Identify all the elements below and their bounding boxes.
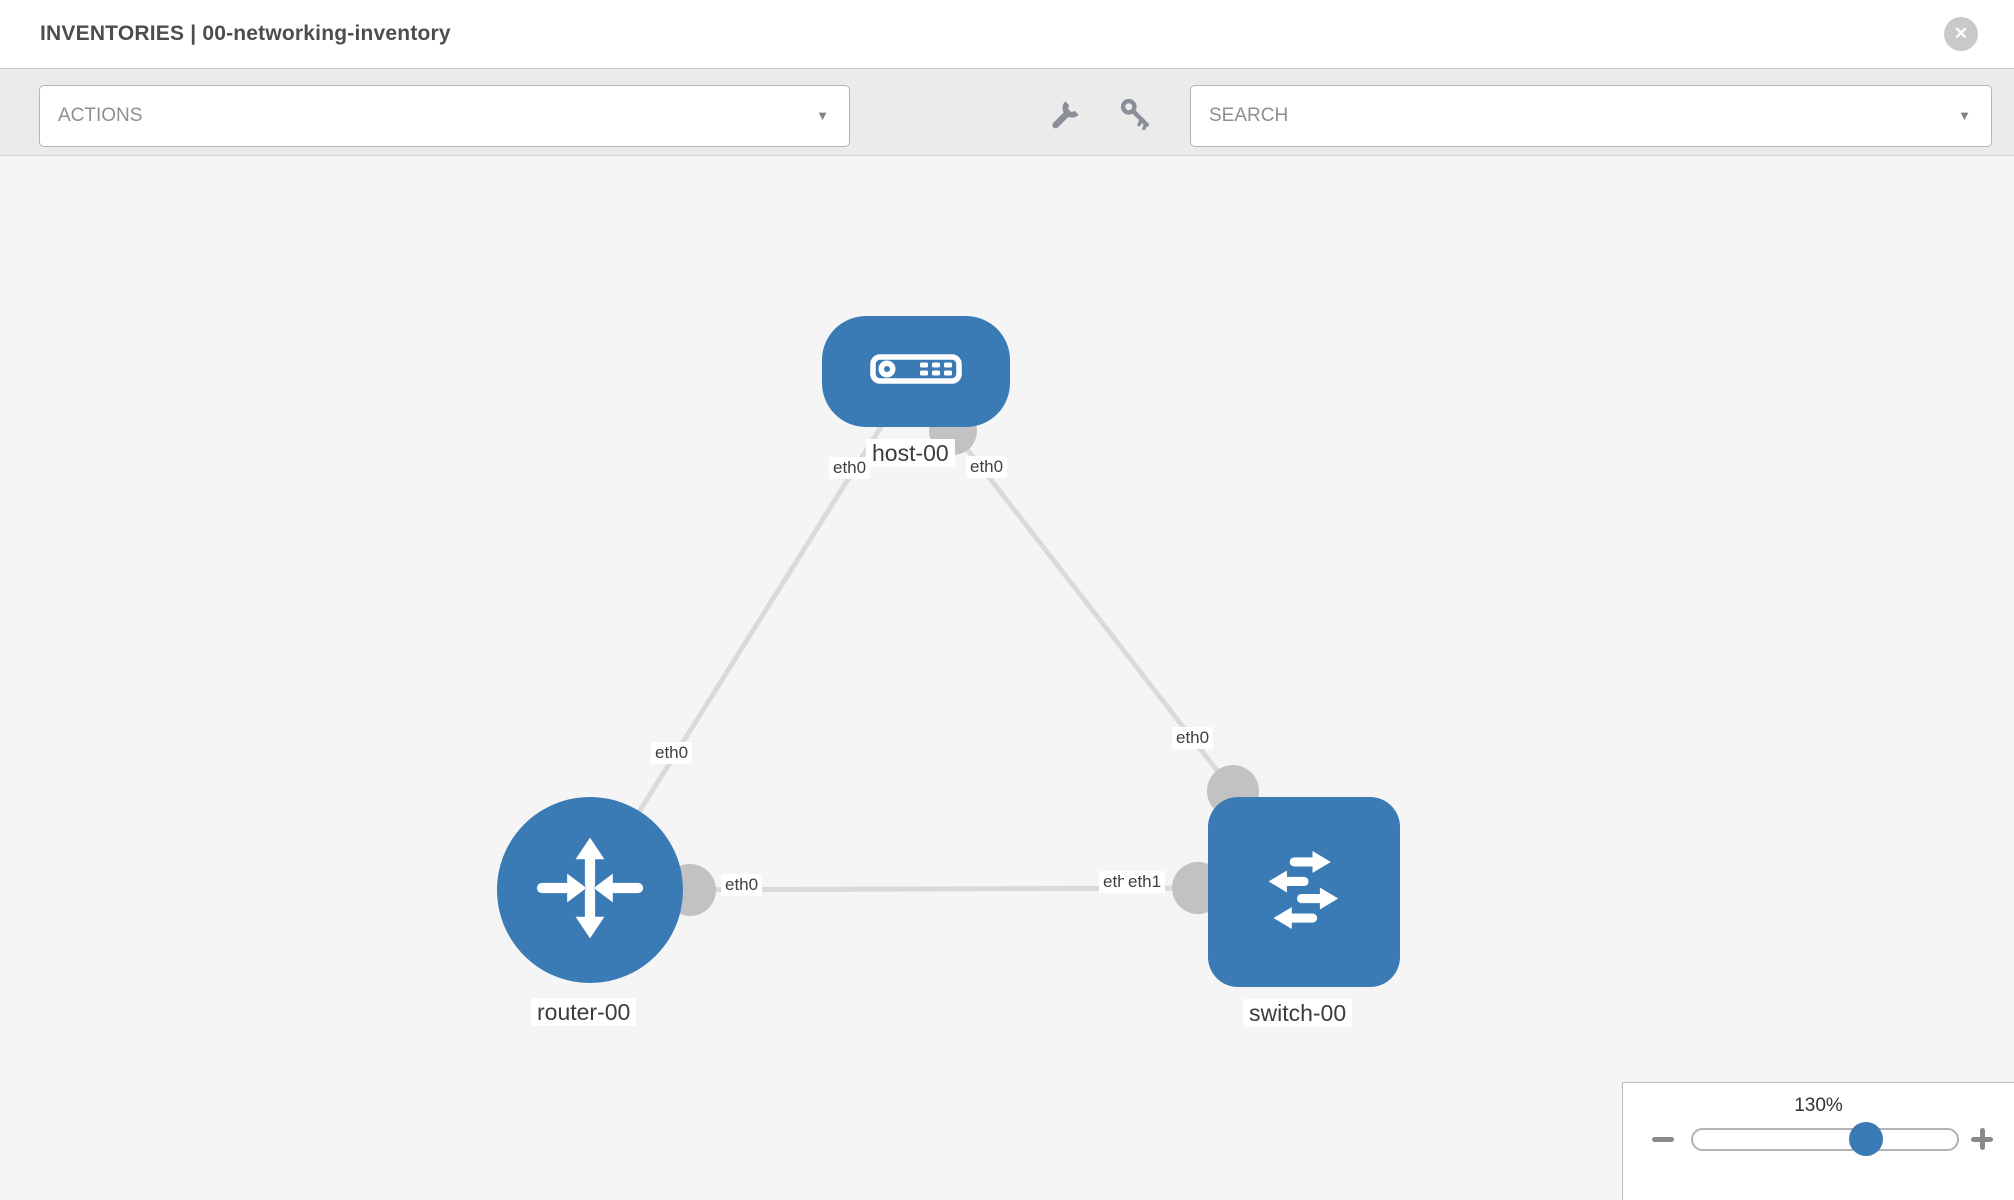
node-host-00[interactable]	[822, 316, 1010, 427]
host-icon	[870, 354, 962, 389]
interface-label: eth0	[966, 456, 1008, 478]
chevron-down-icon: ▼	[1958, 108, 1971, 123]
interface-label: eth0	[829, 457, 871, 479]
wrench-icon[interactable]	[1050, 96, 1084, 130]
interface-label: eth1	[1124, 871, 1166, 893]
switch-icon	[1243, 829, 1365, 956]
toolbar: ACTIONS ▼ SEARCH ▼	[0, 68, 2014, 156]
page-title: INVENTORIES | 00-networking-inventory	[40, 22, 451, 45]
zoom-out-button[interactable]	[1651, 1127, 1675, 1151]
zoom-in-button[interactable]	[1970, 1127, 1994, 1151]
topology-links-layer	[587, 369, 1259, 916]
key-icon[interactable]	[1118, 96, 1152, 131]
topology-canvas[interactable]: eth0 eth0 eth0 eth0 eth0 eth0 eth1 host-…	[0, 156, 2014, 1200]
interface-label: eth0	[721, 874, 763, 896]
search-dropdown[interactable]: SEARCH ▼	[1190, 85, 1992, 147]
node-label-host-00: host-00	[866, 439, 955, 467]
node-label-router-00: router-00	[531, 998, 637, 1026]
close-button[interactable]: ✕	[1944, 17, 1978, 51]
router-icon	[530, 828, 650, 953]
actions-dropdown-label: ACTIONS	[58, 105, 143, 126]
node-label-switch-00: switch-00	[1243, 999, 1353, 1027]
interface-label: eth0	[651, 742, 693, 764]
interface-label: eth0	[1172, 727, 1214, 749]
search-dropdown-label: SEARCH	[1209, 105, 1289, 126]
node-switch-00[interactable]	[1208, 797, 1400, 987]
zoom-slider-track[interactable]	[1691, 1122, 1959, 1156]
modal-header: INVENTORIES | 00-networking-inventory ✕	[0, 0, 2014, 68]
zoom-control-panel: 130%	[1622, 1082, 2014, 1200]
actions-dropdown[interactable]: ACTIONS ▼	[39, 85, 850, 147]
node-router-00[interactable]	[497, 797, 683, 983]
chevron-down-icon: ▼	[816, 108, 829, 123]
zoom-slider-thumb[interactable]	[1849, 1122, 1883, 1156]
close-icon: ✕	[1953, 24, 1969, 43]
zoom-level-label: 130%	[1794, 1095, 1843, 1116]
